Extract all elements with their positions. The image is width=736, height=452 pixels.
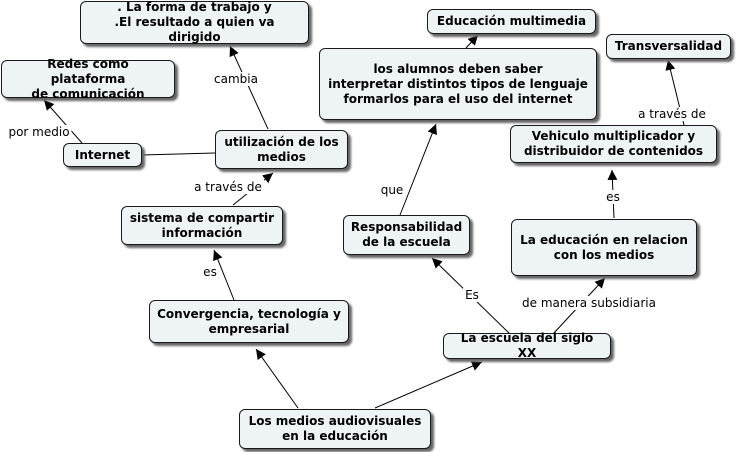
node-vehiculo[interactable]: Vehiculo multiplicador y distribuidor de… — [510, 125, 717, 163]
link-internet-redes — [43, 99, 83, 144]
node-alumnos[interactable]: los alumnos deben saber interpretar dist… — [319, 48, 597, 120]
link-alumnos-multimedia — [465, 34, 479, 49]
label-a-traves-de-1: a través de — [192, 180, 264, 194]
node-redes[interactable]: Redes como plataforma de comunicación — [1, 57, 175, 101]
label-es-2: Es — [463, 288, 481, 302]
node-convergencia[interactable]: Convergencia, tecnología y empresarial — [149, 300, 349, 343]
link-medios-convergencia — [255, 348, 299, 409]
node-escuela-siglo-xx[interactable]: La escuela del siglo XX — [443, 331, 611, 360]
label-es-3: es — [604, 190, 622, 204]
label-subsidiaria: de manera subsidiaria — [520, 296, 658, 310]
label-que: que — [378, 183, 406, 197]
link-responsabilidad-alumnos — [399, 123, 437, 216]
node-medios-audiovisuales[interactable]: Los medios audiovisuales en la educación — [239, 409, 431, 449]
node-transversalidad[interactable]: Transversalidad — [606, 34, 731, 59]
node-utilizacion[interactable]: utilización de los medios — [215, 130, 348, 169]
node-educacion-relacion[interactable]: La educación en relacion con los medios — [511, 219, 697, 276]
link-utilizacion-forma — [229, 45, 269, 130]
node-educacion-multimedia[interactable]: Educación multimedia — [427, 9, 596, 34]
label-es-1: es — [201, 265, 219, 279]
label-a-traves-de-2: a través de — [636, 107, 708, 121]
label-cambia: cambia — [212, 72, 260, 86]
node-sistema[interactable]: sistema de compartir información — [121, 206, 283, 245]
link-convergencia-sistema — [213, 249, 235, 301]
link-utilizacion-internet — [141, 152, 216, 156]
link-medios-escuela — [374, 361, 483, 409]
label-por-medio: por medio — [6, 125, 72, 139]
node-internet[interactable]: Internet — [63, 143, 142, 167]
node-forma-trabajo[interactable]: . La forma de trabajo y .El resultado a … — [80, 0, 309, 44]
node-responsabilidad[interactable]: Responsabilidad de la escuela — [343, 215, 470, 255]
